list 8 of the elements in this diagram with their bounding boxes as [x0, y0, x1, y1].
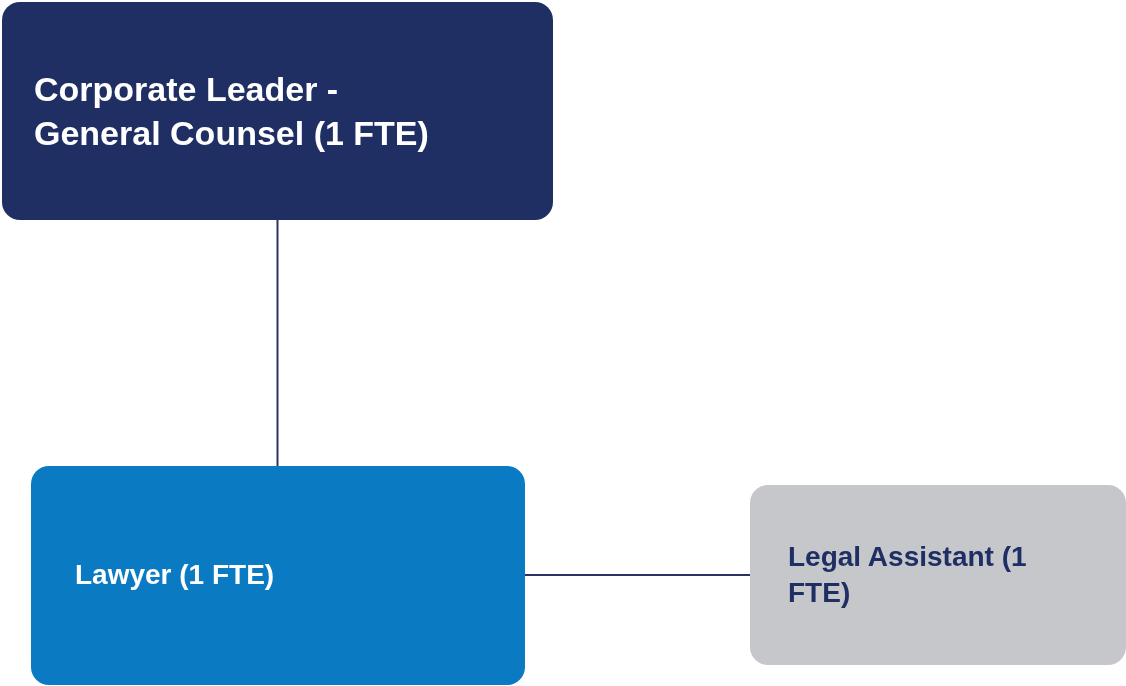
role-box: [31, 466, 525, 685]
connector-line: [276, 219, 279, 467]
role-box: [750, 485, 1126, 665]
role-box: [2, 2, 553, 220]
role-title: Lawyer (1 FTE): [75, 558, 275, 593]
role-title: Corporate Leader - General Counsel (1 FTE): [34, 68, 430, 154]
connector-line: [524, 574, 751, 576]
role-title: Legal Assistant (1 FTE): [788, 539, 1028, 610]
